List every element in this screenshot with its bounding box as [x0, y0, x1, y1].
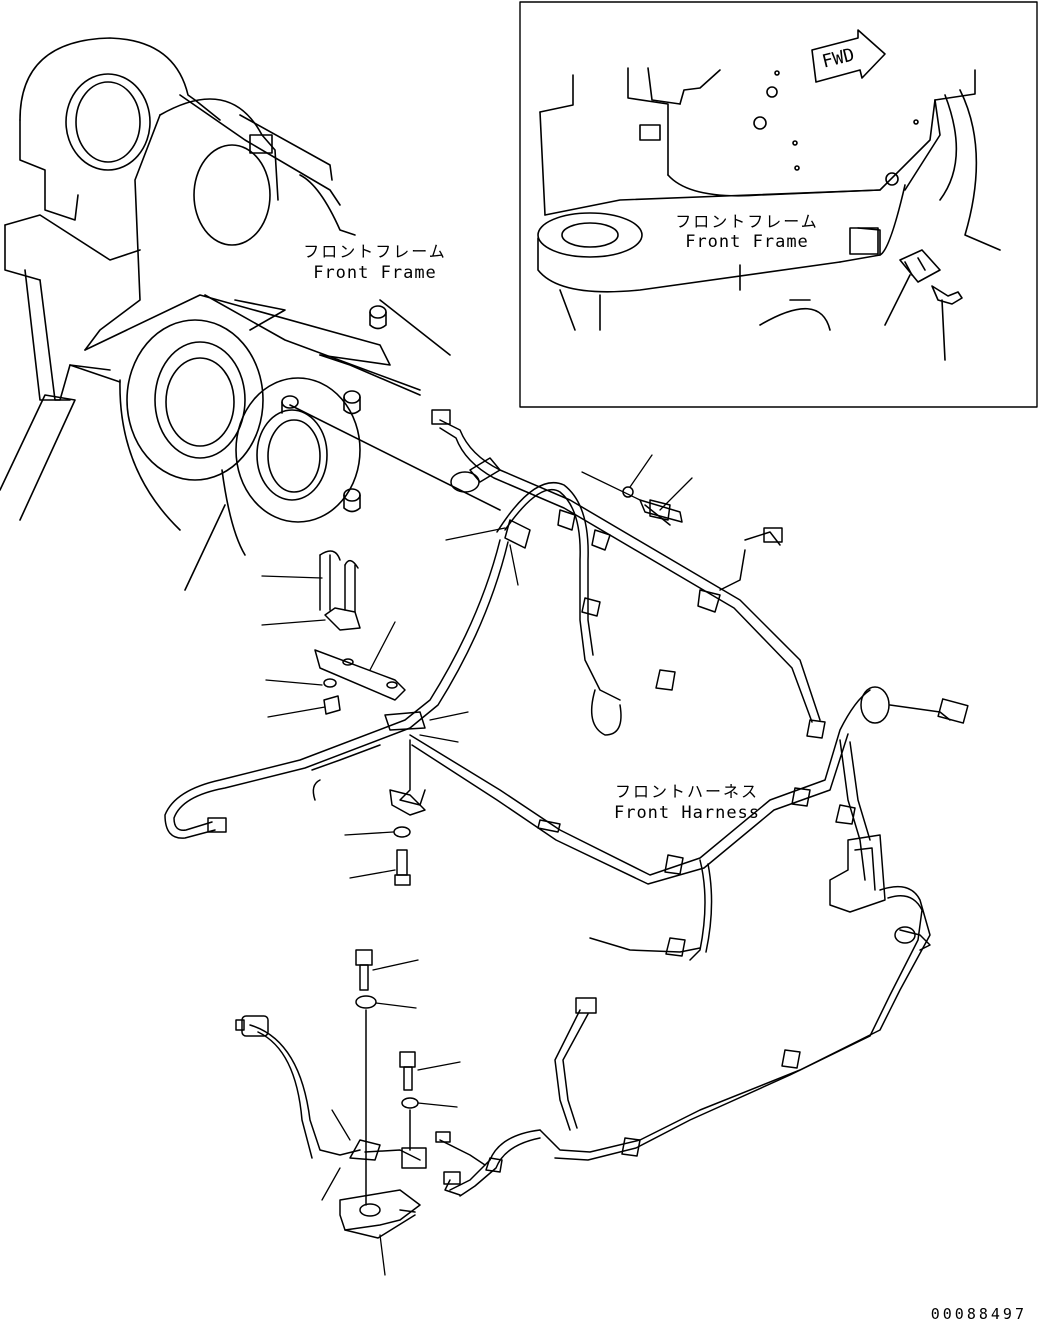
- inset-detail: [519, 1, 1038, 408]
- front-harness-wiring: [164, 409, 969, 1239]
- front-frame-body: [0, 37, 501, 591]
- drawing-number: 00088497: [930, 1305, 1027, 1323]
- inset-front-frame-label-en: Front Frame: [685, 232, 809, 252]
- fwd-arrow-icon: [811, 29, 886, 83]
- front-frame-label-en: Front Frame: [313, 263, 437, 283]
- front-frame-label-jp: フロントフレーム: [303, 242, 447, 261]
- front-harness-label-jp: フロントハーネス: [614, 782, 759, 801]
- inset-front-frame-label-jp: フロントフレーム: [675, 212, 819, 231]
- front-harness-label-en: Front Harness: [613, 803, 761, 823]
- leader-lines: [261, 454, 693, 1276]
